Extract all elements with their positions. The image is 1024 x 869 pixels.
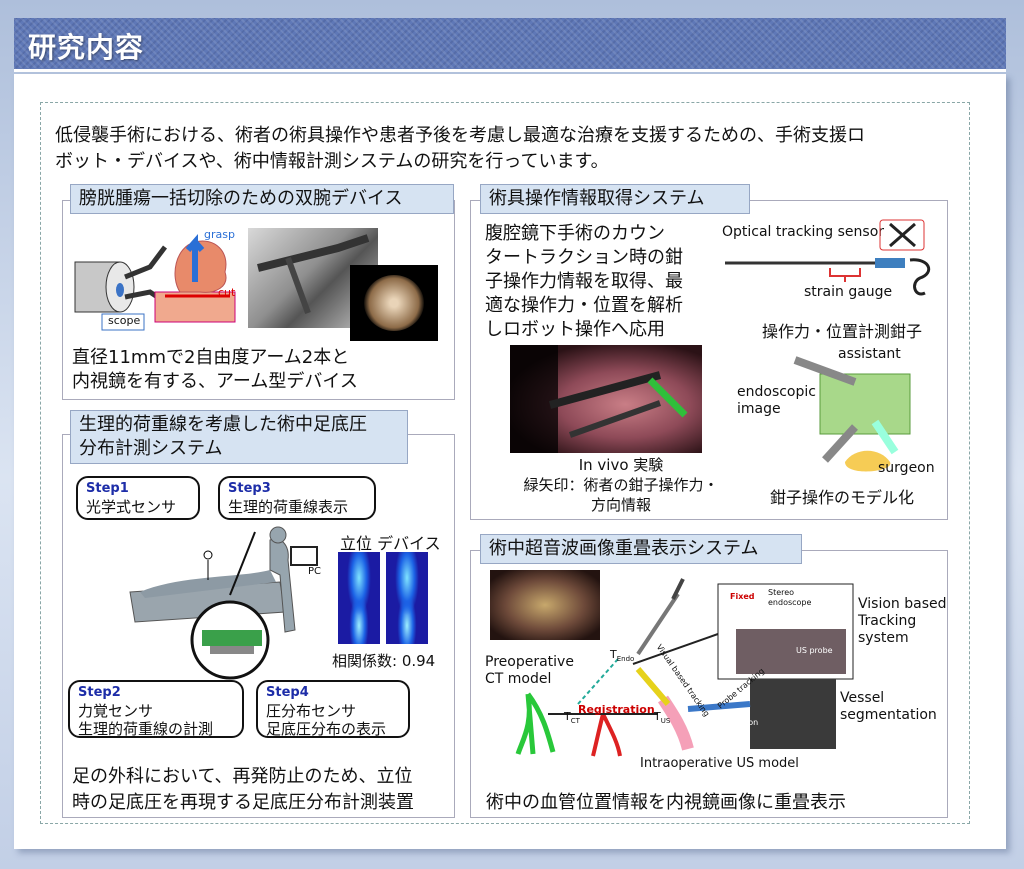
step3-box: Step3 生理的荷重線表示: [218, 476, 376, 520]
vessel-label-2: segmentation: [840, 707, 937, 723]
cut-label: cut: [218, 286, 236, 299]
t-us-symbol: T: [654, 710, 661, 723]
step1-box: Step1 光学式センサ: [76, 476, 200, 520]
ultrasound-diagram: [515, 578, 854, 757]
endoscopic-label-1: endoscopic: [737, 384, 816, 400]
endoscope-overlay-photo: [490, 570, 600, 640]
instrument-desc-line-2: タートラクション時の鉗: [485, 247, 683, 268]
dual-arm-description: 直径11mmで2自由度アーム2本と 内視鏡を有する、アーム型デバイス: [72, 346, 358, 394]
section-header: 研究内容: [14, 18, 1006, 72]
t-endo-symbol: T: [610, 648, 617, 661]
instrument-desc-line-5: しロボット操作へ応用: [485, 319, 665, 340]
grasp-arrow: [185, 234, 205, 282]
step2-text-1: 力覚センサ: [78, 702, 154, 720]
dual-arm-desc-line-2: 内視鏡を有する、アーム型デバイス: [72, 371, 358, 392]
instrument-desc-line-4: 適な操作力・位置を解析: [485, 295, 683, 316]
forceps-model-diagram: [793, 356, 911, 472]
plantar-title-line-1: 生理的荷重線を考慮した術中足底圧: [79, 414, 367, 435]
preop-label-1: Preoperative: [485, 654, 574, 670]
scope-lens: [116, 283, 124, 297]
vision-label-3: system: [858, 630, 909, 646]
ultrasound-description: 術中の血管位置情報を内視鏡画像に重畳表示: [486, 792, 846, 813]
intro-line-2: ボット・デバイスや、術中情報計測システムの研究を行っています。: [55, 151, 609, 172]
invivo-line-2: 緑矢印：術者の鉗子操作力・: [523, 476, 719, 494]
stereo-label-2: endoscope: [768, 598, 812, 607]
invivo-photo: [510, 345, 702, 453]
standing-device-label: 立位 デバイス: [340, 534, 441, 553]
t-us-subscript: US: [660, 717, 671, 726]
ultrasound-title: 術中超音波画像重畳表示システム: [480, 534, 802, 564]
page-title: 研究内容: [28, 31, 145, 64]
instrument-desc-line-1: 腹腔鏡下手術のカウン: [485, 223, 665, 244]
t-ct-symbol: T: [564, 710, 571, 723]
fixed-label: Fixed: [730, 592, 755, 601]
step4-text-2: 足底圧分布の表示: [266, 720, 387, 738]
step2-box: Step2 力覚センサ 生理的荷重線の計測: [68, 680, 244, 738]
pressure-map-right: [386, 552, 428, 644]
forceps-diagram: [725, 219, 931, 296]
invivo-line-3: 方向情報: [590, 496, 651, 514]
vessel-label-1: Vessel: [840, 690, 885, 706]
tumor: [174, 240, 227, 293]
arm-upper: [124, 245, 167, 280]
scope-label: scope: [108, 314, 141, 327]
step4-heading: Step4: [266, 685, 309, 700]
assistant-label: assistant: [838, 346, 901, 362]
step4-text-1: 圧分布センサ: [266, 702, 357, 720]
endoscope-view-photo: [350, 265, 438, 341]
pressure-map-left: [338, 552, 380, 644]
instrument-desc-line-3: 子操作力情報を取得、最: [485, 271, 683, 292]
dual-arm-desc-line-1: 直径11mmで2自由度アーム2本と: [72, 347, 350, 368]
dashed-frame: [40, 102, 970, 824]
step4-box: Step4 圧分布センサ 足底圧分布の表示: [256, 680, 410, 738]
intro-line-1: 低侵襲手術における、術者の術具操作や患者予後を考慮し最適な治療を支援するための、…: [55, 125, 865, 146]
pc-monitor: [290, 546, 318, 566]
strain-gauge-label: strain gauge: [804, 284, 893, 300]
t-ct-label: TCT: [564, 710, 580, 725]
segmentation-label: Segmentation: [702, 718, 759, 727]
tracker-highlight: [879, 219, 925, 251]
plantar-description: 足の外科において、再発防止のため、立位 時の足底圧を再現する足底圧分布計測装置: [72, 764, 414, 816]
us-probe-label: US probe: [796, 646, 833, 655]
pc-label: PC: [308, 566, 322, 577]
step1-text: 光学式センサ: [86, 498, 177, 516]
t-endo-label: TEndo: [610, 648, 634, 663]
stereo-label-1: Stereo: [768, 588, 795, 597]
grasp-label: grasp: [204, 228, 235, 241]
invivo-line-1: In vivo 実験: [578, 456, 664, 474]
dual-arm-title: 膀胱腫瘍一括切除のための双腕デバイス: [70, 184, 454, 214]
strain-bracket: [829, 268, 861, 282]
optical-tracking-label: Optical tracking sensor: [722, 224, 885, 240]
t-endo-subscript: Endo: [616, 655, 635, 664]
step2-text-2: 生理的荷重線の計測: [78, 720, 214, 738]
correlation-label: 相関係数: 0.94: [332, 652, 436, 670]
t-us-label: TUS: [654, 710, 670, 725]
step2-heading: Step2: [78, 685, 121, 700]
step3-text: 生理的荷重線表示: [228, 498, 349, 516]
scope-label-box: [101, 313, 145, 331]
instrument-description: 腹腔鏡下手術のカウン タートラクション時の鉗 子操作力情報を取得、最 適な操作力…: [485, 222, 683, 342]
intro-text: 低侵襲手術における、術者の術具操作や患者予後を考慮し最適な治療を支援するための、…: [55, 123, 955, 175]
plantar-desc-line-2: 時の足底圧を再現する足底圧分布計測装置: [72, 792, 414, 813]
dual-arm-diagram: [74, 234, 236, 331]
surgeon-label: surgeon: [878, 460, 935, 476]
endoscopic-label-2: image: [737, 401, 781, 417]
instrument-title: 術具操作情報取得システム: [480, 184, 750, 214]
registration-label: Registration: [578, 703, 655, 716]
step1-heading: Step1: [86, 481, 129, 496]
preop-label-2: CT model: [485, 671, 552, 687]
plantar-title: 生理的荷重線を考慮した術中足底圧 分布計測システム: [70, 410, 408, 464]
step3-heading: Step3: [228, 481, 271, 496]
plantar-title-line-2: 分布計測システム: [79, 438, 223, 459]
invivo-caption: In vivo 実験 緑矢印：術者の鉗子操作力・ 方向情報: [508, 455, 734, 515]
t-ct-subscript: CT: [570, 717, 580, 726]
forceps-caption: 操作力・位置計測鉗子: [762, 322, 923, 341]
vessel-image: [750, 679, 836, 749]
model-caption: 鉗子操作のモデル化: [770, 488, 915, 507]
plantar-desc-line-1: 足の外科において、再発防止のため、立位: [72, 766, 413, 787]
vision-label-2: Tracking: [858, 613, 917, 629]
intraop-label: Intraoperative US model: [640, 756, 799, 771]
plantar-setup-diagram: [129, 526, 296, 680]
vision-label-1: Vision based: [858, 596, 947, 612]
